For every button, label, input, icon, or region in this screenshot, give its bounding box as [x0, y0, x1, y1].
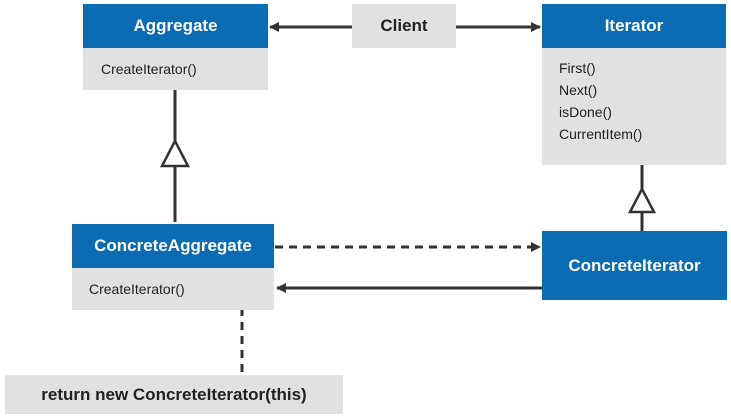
aggregate-operations: CreateIterator(): [83, 48, 268, 90]
concrete-aggregate-operation: CreateIterator(): [89, 281, 185, 297]
iterator-inheritance-triangle: [627, 186, 657, 214]
iterator-operation-currentitem: CurrentItem(): [559, 126, 643, 142]
iterator-class: Iterator First() Next() isDone() Current…: [542, 4, 726, 165]
concrete-aggregate-class: ConcreteAggregate CreateIterator(): [72, 224, 274, 310]
concrete-aggregate-title: ConcreteAggregate: [72, 224, 274, 268]
concrete-aggregate-operations: CreateIterator(): [72, 268, 274, 310]
aggregate-inheritance-triangle: [159, 138, 191, 168]
concrete-iterator-title: ConcreteIterator: [542, 231, 727, 300]
implementation-note: return new ConcreteIterator(this): [5, 375, 343, 414]
concrete-iterator-class: ConcreteIterator: [542, 231, 727, 300]
client-box: Client: [352, 4, 456, 48]
iterator-operation-first: First(): [559, 60, 596, 76]
iterator-operation-isdone: isDone(): [559, 104, 612, 120]
aggregate-title: Aggregate: [83, 4, 268, 48]
aggregate-operation: CreateIterator(): [101, 61, 197, 77]
iterator-operations: First() Next() isDone() CurrentItem(): [542, 48, 726, 165]
aggregate-class: Aggregate CreateIterator(): [83, 4, 268, 90]
iterator-operation-next: Next(): [559, 82, 598, 98]
iterator-title: Iterator: [542, 4, 726, 48]
